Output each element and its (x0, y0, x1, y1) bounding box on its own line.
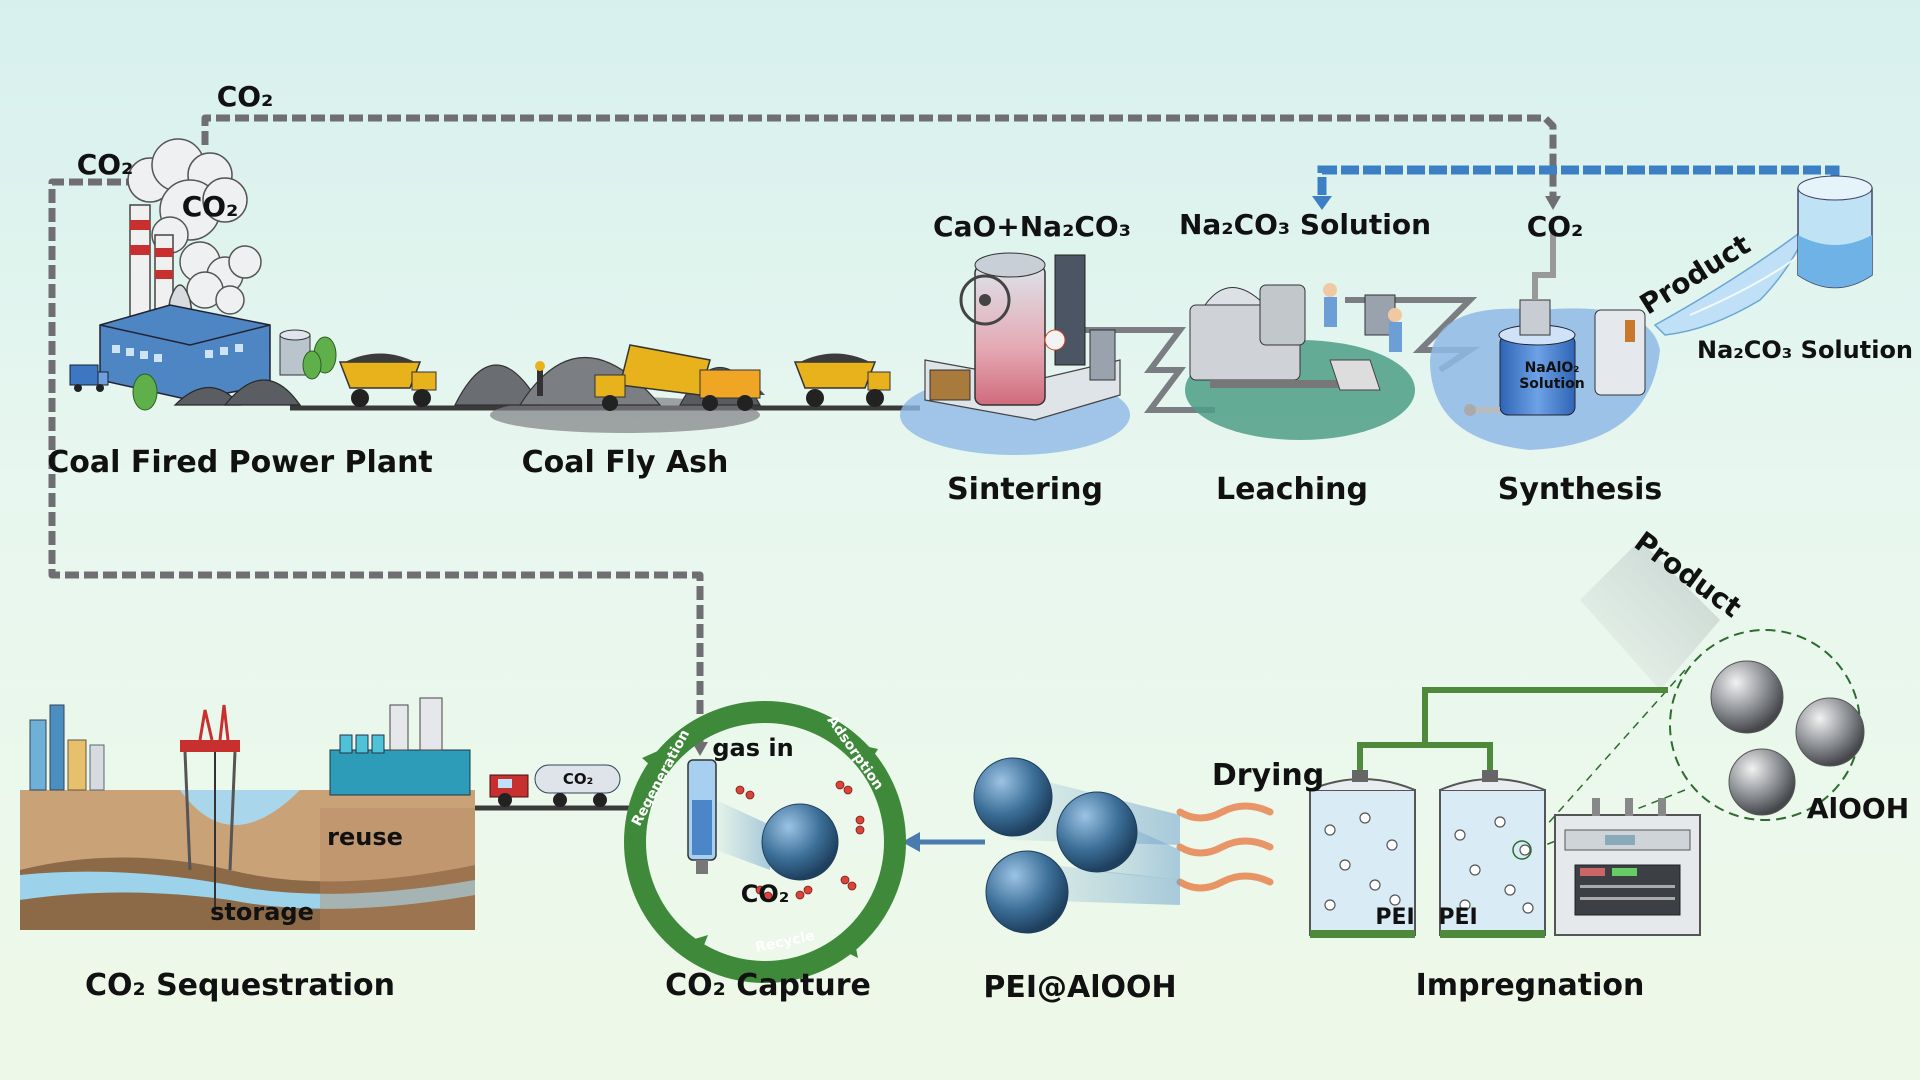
impregnation-pipes (1357, 687, 1668, 770)
dump-truck-icon (338, 353, 437, 407)
alooh-label: AlOOH (1806, 792, 1910, 825)
pei-alooh-spheres (973, 757, 1180, 934)
city-skyline-icon (29, 704, 105, 791)
stage-label-impregnation: Impregnation (1415, 968, 1645, 1003)
alooh-zoom-circle (1669, 629, 1865, 821)
recycle-pipe-arrow (1312, 196, 1332, 210)
na2co3-recycle-pipe (1317, 165, 1840, 198)
naalo2-tank-label-2: Solution (1519, 376, 1585, 392)
stage-label-fly-ash: Coal Fly Ash (521, 445, 729, 480)
pei-tank-2-label: PEI (1438, 905, 1478, 930)
stage-label-leaching: Leaching (1216, 472, 1368, 507)
capture-beam (716, 800, 770, 870)
gas-in-label: gas in (712, 734, 794, 762)
smoke-clouds-icon (127, 138, 262, 315)
stage-label-pei: PEI@AlOOH (983, 970, 1177, 1005)
co2-pipe-arrow-synthesis (1545, 196, 1561, 210)
co2-molecules-icon (735, 780, 865, 901)
stage-label-sintering: Sintering (947, 472, 1103, 507)
sintering-reactor-illustration (900, 252, 1130, 455)
tanker-truck-icon (489, 764, 621, 807)
capture-sphere-icon (761, 803, 839, 881)
product-beam-gray (1580, 540, 1720, 690)
product-splash-icon (1653, 224, 1811, 336)
impregnation-tank-1-icon (1309, 770, 1416, 938)
co2-label-top: CO₂ (216, 80, 274, 113)
co2-label-capture: CO₂ (740, 880, 790, 908)
dumping-truck-icon (535, 344, 761, 411)
sintering-input-label: CaO+Na₂CO₃ (933, 210, 1131, 243)
power-plant-illustration (69, 138, 337, 411)
capture-cycle-ring (624, 701, 906, 983)
co2-label-synthesis: CO₂ (1526, 210, 1584, 243)
co2-pipe-arrow-capture (692, 742, 708, 756)
flow-arrowhead-icon (902, 832, 920, 852)
trees-icon (132, 336, 337, 411)
byproduct-label: Na₂CO₃ Solution (1696, 336, 1914, 364)
solution-bottle-icon (1797, 175, 1873, 289)
drying-label: Drying (1211, 758, 1325, 793)
co2-label-plant-smoke: CO₂ (181, 190, 239, 223)
blue-truck-icon (69, 364, 109, 392)
sequestration-ground-illustration (20, 790, 475, 930)
leaching-input-label: Na₂CO₃ Solution (1178, 208, 1432, 241)
stage-label-synthesis: Synthesis (1497, 472, 1663, 507)
synthesis-reactor-illustration (1430, 230, 1660, 450)
stage-label-capture: CO₂ Capture (665, 968, 871, 1003)
pei-tank-1-label: PEI (1375, 905, 1415, 930)
drying-oven-icon (1554, 798, 1701, 936)
impregnation-tank-2-icon (1439, 770, 1546, 938)
leaching-tank-illustration (1185, 283, 1415, 440)
industrial-plant-icon (329, 697, 471, 796)
oil-rig-icon (180, 704, 240, 915)
heat-wave-icon (1176, 802, 1274, 892)
co2-label-plant-left: CO₂ (76, 148, 134, 181)
naalo2-tank-label-1: NaAlO₂ (1524, 360, 1580, 376)
coal-pile-icon (173, 379, 302, 406)
adsorption-column-icon (687, 759, 717, 874)
co2-pipe-loop (48, 114, 1557, 745)
dump-truck-2-icon (793, 353, 891, 407)
reuse-label: reuse (327, 823, 403, 851)
stage-label-sequestration: CO₂ Sequestration (84, 968, 396, 1003)
stage-label-plant: Coal Fired Power Plant (47, 445, 433, 480)
co2-label-tanker: CO₂ (562, 770, 594, 788)
storage-label: storage (210, 898, 314, 926)
